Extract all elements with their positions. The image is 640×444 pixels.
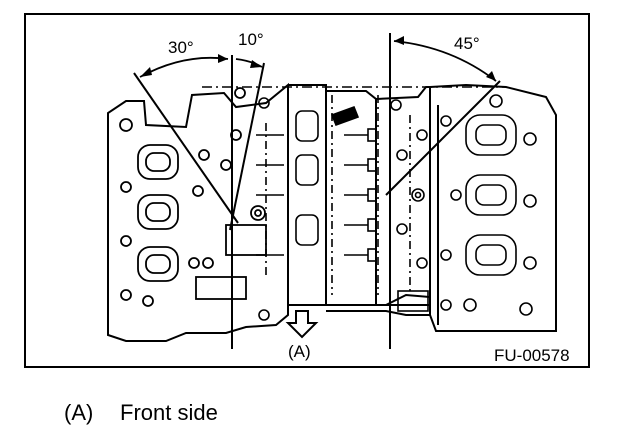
legend-text: Front side — [120, 400, 218, 425]
arc-45 — [393, 40, 497, 82]
center-right-block — [375, 86, 431, 306]
arc-30-arrowhead-left — [140, 67, 152, 77]
engine-diagram-frame: 30° 10° 45° (A) FU-00578 — [24, 13, 590, 368]
arc-30-arrowhead-right — [218, 54, 228, 63]
angle-label-30: 30° — [168, 38, 194, 57]
direction-label: (A) — [288, 342, 311, 361]
legend-key: (A) — [64, 400, 94, 425]
legend: (A) Front side — [64, 400, 218, 426]
angle-line-45 — [385, 80, 501, 196]
figure-code: FU-00578 — [494, 346, 570, 365]
arc-45-arrowhead-left — [394, 36, 404, 45]
arc-10-arrowhead — [250, 60, 262, 68]
center-left-block — [288, 84, 327, 306]
right-head-details — [390, 94, 537, 316]
arc-30 — [139, 56, 229, 78]
angle-line-30 — [133, 72, 239, 224]
right-head-outline — [429, 83, 557, 332]
left-camshaft — [256, 97, 319, 321]
front-direction-arrow — [285, 310, 319, 339]
angle-label-45: 45° — [454, 34, 480, 53]
angle-line-10 — [229, 62, 265, 231]
valley-bolts — [330, 95, 379, 295]
left-ports — [119, 87, 267, 307]
angle-label-10: 10° — [238, 30, 264, 49]
engine-block-drawing: 30° 10° 45° (A) FU-00578 — [107, 30, 570, 365]
arc-45-arrowhead-right — [486, 71, 496, 81]
left-head-outline — [107, 82, 289, 342]
